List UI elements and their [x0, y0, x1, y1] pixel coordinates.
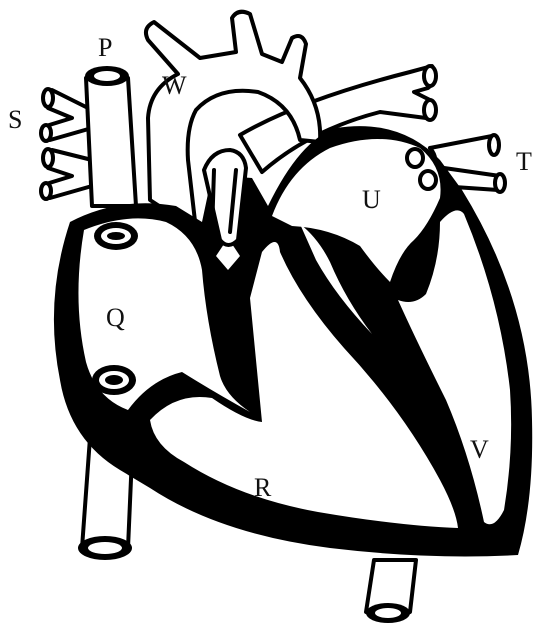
- label-s: S: [8, 105, 22, 134]
- label-t: T: [516, 147, 532, 176]
- label-w: W: [162, 71, 187, 100]
- superior-vena-cava: [85, 66, 136, 206]
- label-u: U: [362, 185, 381, 214]
- label-p: P: [98, 33, 112, 62]
- descending-aorta-bottom: [366, 560, 416, 623]
- label-r: R: [254, 473, 272, 502]
- pulmonary-trunk: [204, 150, 246, 245]
- label-v: V: [470, 435, 489, 464]
- pulmonary-artery-left-branches: [41, 89, 92, 199]
- label-q: Q: [106, 303, 125, 332]
